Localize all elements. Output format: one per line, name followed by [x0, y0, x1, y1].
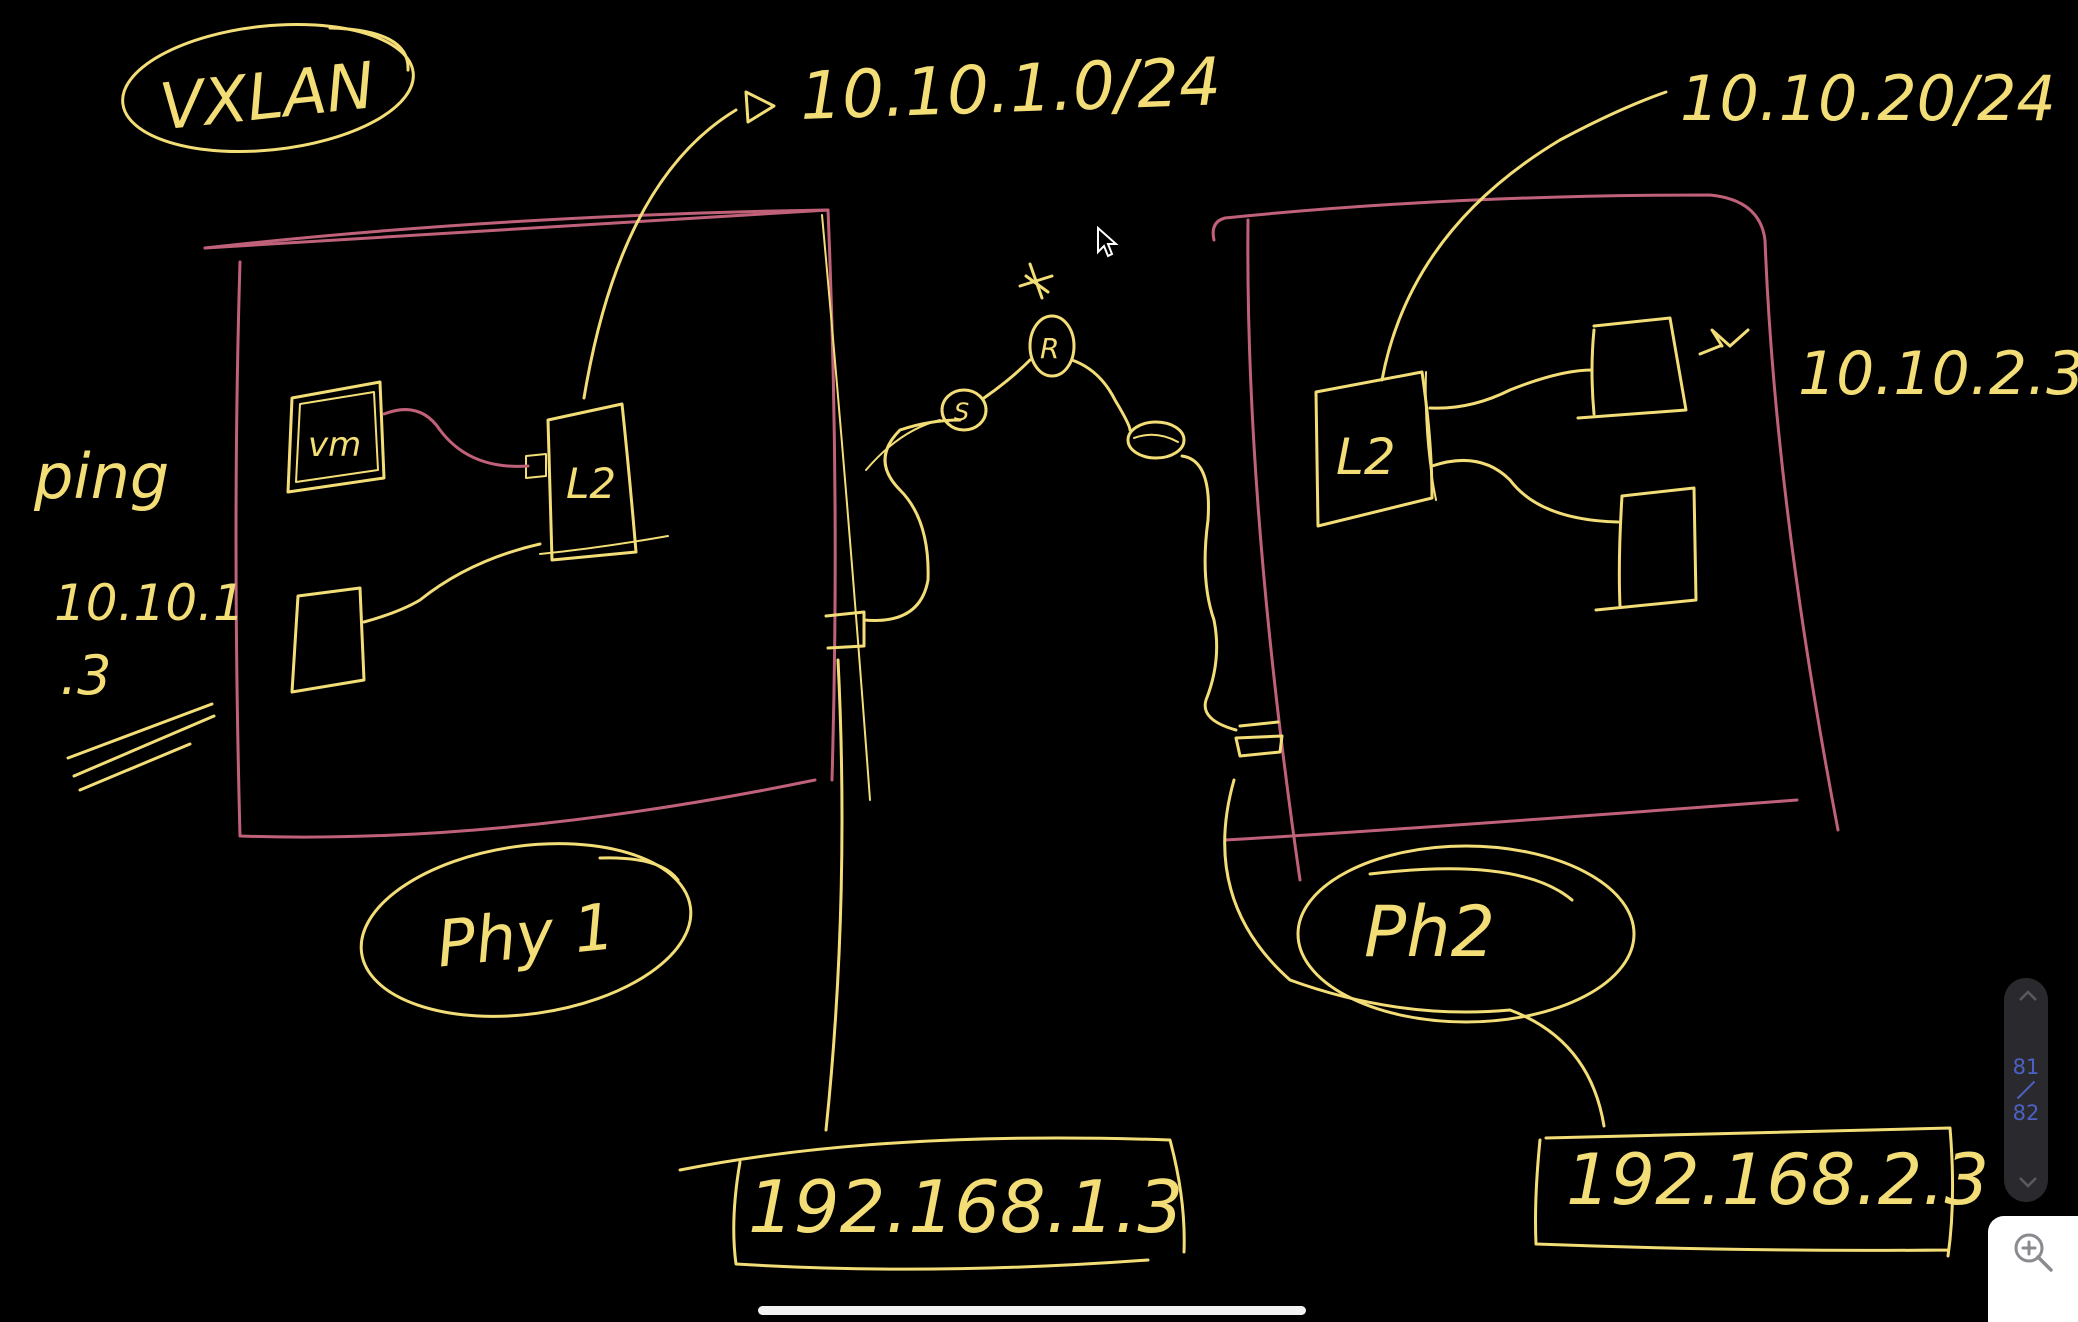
switch-node-label: S	[954, 398, 969, 426]
total-page-number: 82	[2012, 1101, 2040, 1125]
left-vm-label: vm	[308, 425, 361, 465]
right-l2-label: L2	[1336, 428, 1396, 486]
host2-label-bubble	[1296, 844, 1636, 1024]
host2-label: Ph2	[1364, 891, 1495, 973]
left-l2-switch	[525, 402, 669, 562]
underlay-switch-node-2	[1126, 420, 1186, 460]
left-vm-box	[286, 380, 386, 494]
host2-nic	[1234, 720, 1284, 758]
underlay-router-node	[1028, 314, 1076, 378]
vxlan-title: VXLAN	[156, 49, 377, 145]
host1-box	[203, 208, 837, 839]
current-page-number: 81	[2012, 1055, 2040, 1079]
right-vm-ip-label: 10.10.2.3	[1798, 339, 2078, 409]
right-subnet-label: 10.10.20/24	[1680, 62, 2056, 135]
vxlan-title-bubble	[121, 22, 415, 154]
router-star-mark	[1018, 262, 1054, 300]
ping-label: ping	[33, 440, 169, 513]
host1-underlay-ip-box	[678, 1136, 1186, 1271]
host1-label-bubble	[359, 842, 693, 1018]
home-indicator[interactable]	[758, 1306, 1306, 1315]
host2-underlay-ip-box	[1534, 1126, 1955, 1258]
right-l2-switch	[1314, 370, 1437, 528]
right-vm1-box	[1576, 316, 1688, 420]
zoom-button[interactable]	[1988, 1216, 2078, 1322]
chevron-down-icon[interactable]	[2018, 1176, 2037, 1192]
page-navigator: 81 82	[2004, 978, 2048, 1202]
left-vm2-box	[290, 586, 366, 694]
zoom-in-icon	[2014, 1233, 2053, 1272]
page-indicator: 81 82	[2013, 1055, 2040, 1125]
host1-nic	[824, 610, 866, 650]
mouse-cursor-icon	[1097, 226, 1119, 258]
router-label: R	[1040, 332, 1059, 365]
host2-underlay-ip: 192.168.2.3	[1566, 1139, 1989, 1221]
host1-label: Phy 1	[433, 890, 618, 982]
left-vm-ip-line2: .3	[60, 644, 112, 707]
underlay-switch-node	[940, 388, 988, 432]
host2-box	[1211, 193, 1840, 882]
host1-underlay-ip: 192.168.1.3	[748, 1165, 1183, 1249]
left-l2-label: L2	[566, 459, 616, 508]
chevron-up-icon[interactable]	[2018, 988, 2037, 1004]
right-vm2-box	[1594, 486, 1698, 612]
left-vm-ip-line1: 10.10.1	[54, 574, 245, 632]
left-subnet-label: 10.10.1.0/24	[799, 43, 1223, 135]
page-separator	[2016, 1080, 2036, 1100]
